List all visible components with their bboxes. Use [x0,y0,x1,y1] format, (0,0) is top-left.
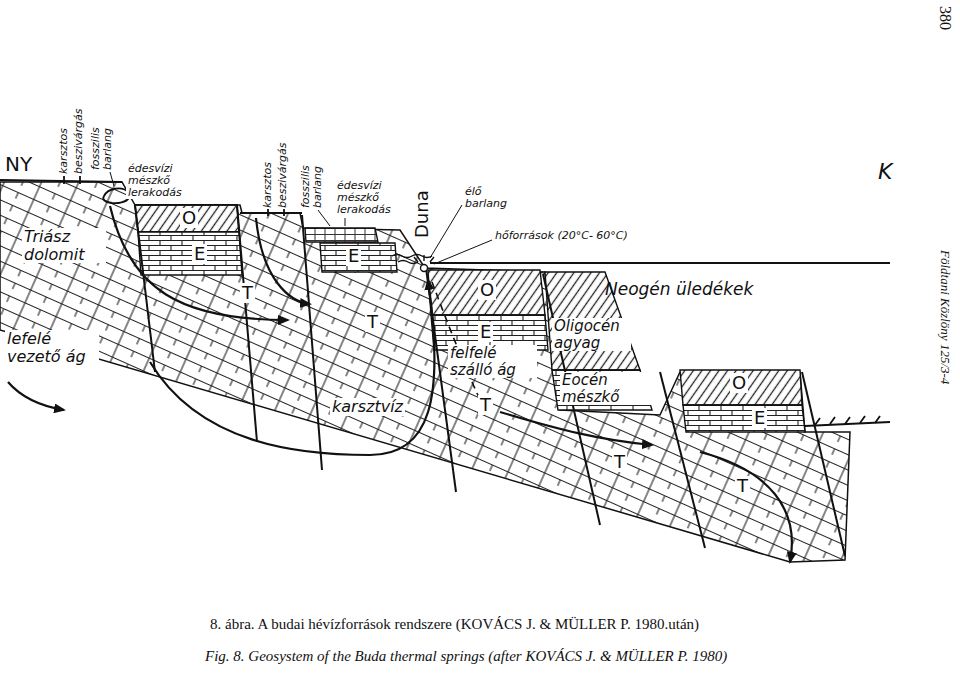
rock-label: Eocén mészkő [560,372,654,405]
layer-letter: T [365,312,380,332]
layer-letter: T [478,395,493,415]
dolomite [0,182,850,562]
process-label: karsztos [262,162,274,208]
process-label: édesvízi mészkő lerakodás [126,163,200,199]
layer-letter: O [730,373,748,393]
layer-letter: T [735,476,750,496]
layer-letter: O [180,208,198,228]
page-number: 380 [936,6,954,30]
layer-letter: E [478,322,493,342]
figure-caption: 8. ábra. A budai hévízforrások rendszere… [210,616,699,633]
flow-label: lefelé vezető ág [5,330,99,365]
process-label: fosszilis barlang [300,153,324,208]
layer-letter: T [612,452,627,472]
layer-letter: T [240,283,255,303]
process-label: beszivárgás [73,108,85,174]
process-label: fosszilis barlang [90,115,114,170]
direction-label: NY [5,153,32,175]
process-label: karsztos [58,128,70,174]
process-label: édesvízi mészkő lerakodás [335,180,409,216]
flow-label: felfelé szálló ág [448,345,537,378]
rock-label: Oligocén agyag [552,318,631,351]
rock-label: Neogén üledékek [605,280,753,299]
layer-letter: E [752,408,767,428]
process-label: élő barlang [465,186,520,210]
layer-letter: O [478,280,496,300]
rock-label: Triász dolomit [22,228,106,263]
journal-name: Földtani Közlöny 125/3-4 [938,250,952,384]
caption-english: Fig. 8. Geosystem of the Buda thermal sp… [205,648,727,665]
flow-label: karsztvíz [330,398,405,416]
process-label: hőforrások (20°C- 60°C) [495,230,628,242]
river-label: Duna [412,188,432,240]
layer-letter: E [346,246,361,266]
direction-label: K [878,160,892,184]
layer-letter: E [192,244,207,264]
process-label: beszivárgás [277,142,289,208]
